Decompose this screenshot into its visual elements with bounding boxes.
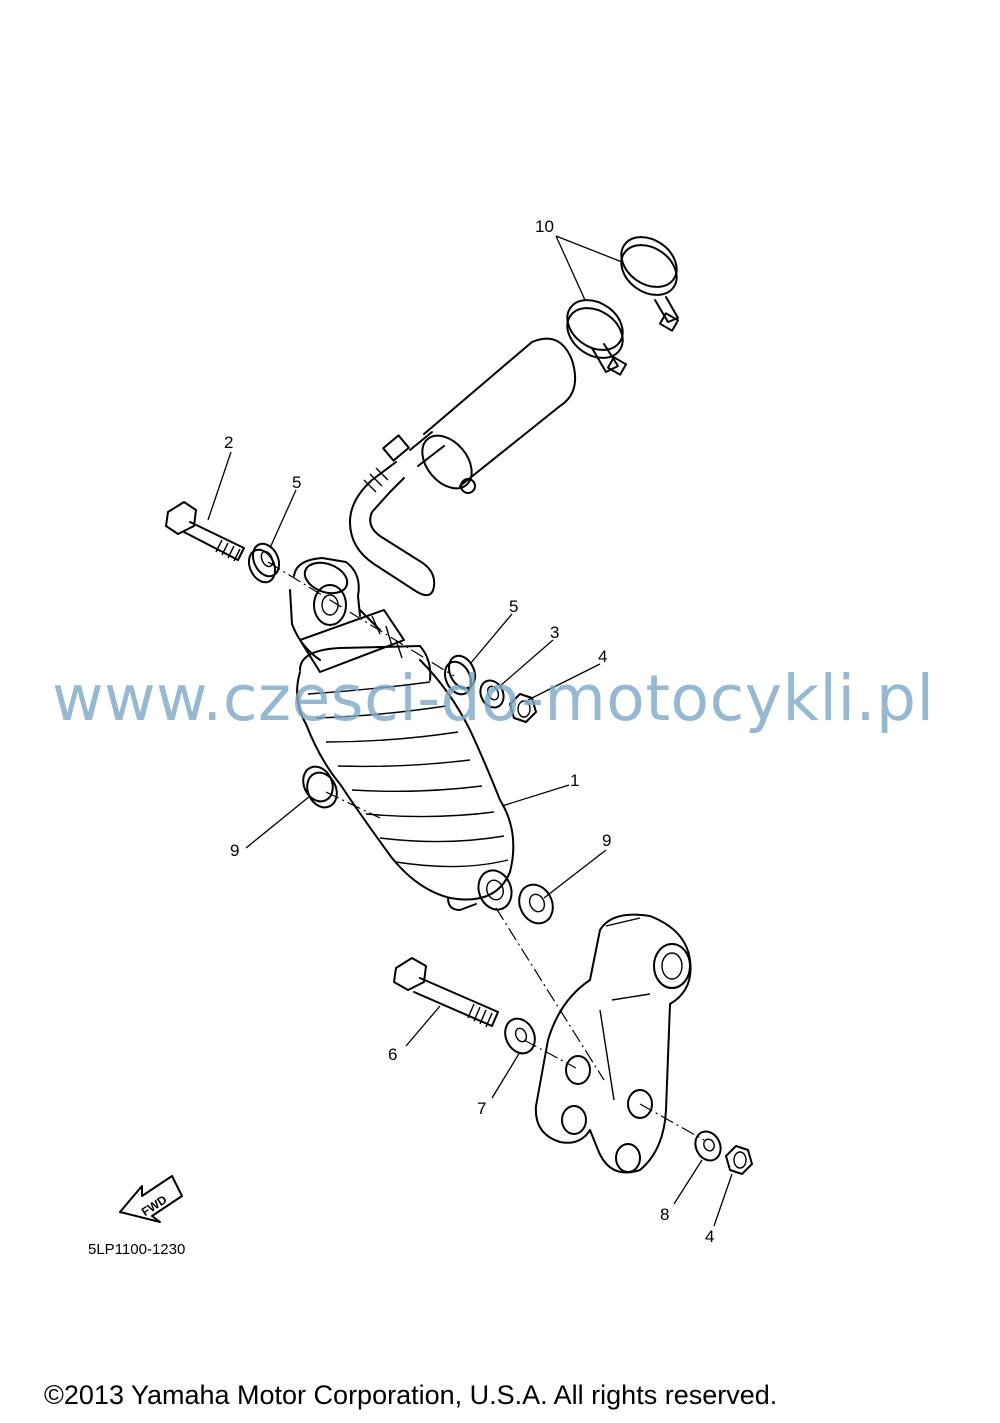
forward-direction-arrow: FWD	[119, 1175, 183, 1223]
bushing-right	[518, 883, 554, 925]
nut-lower	[725, 1145, 753, 1175]
washer-upper	[479, 679, 505, 709]
callout-5-left: 5	[292, 473, 301, 492]
upper-mounting-bolt	[165, 501, 245, 562]
collar-upper-left	[247, 542, 281, 584]
collar-upper-right	[443, 654, 477, 696]
relay-arm	[534, 913, 692, 1174]
callout-4-lower: 4	[705, 1227, 714, 1246]
callout-labels: 10 2 5 5 3 4 1 9 9 6 7 8 4	[224, 217, 714, 1246]
callout-7: 7	[477, 1099, 486, 1118]
callout-5-right: 5	[509, 597, 518, 616]
hose-clamp-lower	[566, 299, 628, 376]
reservoir-hose	[349, 461, 436, 597]
bushing-left	[302, 765, 338, 809]
callout-6: 6	[388, 1045, 397, 1064]
assembly-axis-lines	[267, 561, 705, 1141]
callout-1: 1	[570, 771, 579, 790]
hose-clamp-upper	[620, 236, 680, 332]
callout-4-upper: 4	[598, 647, 607, 666]
callout-8: 8	[660, 1205, 669, 1224]
shock-reservoir	[382, 337, 576, 494]
drawing-code: 5LP1100-1230	[88, 1241, 186, 1258]
rear-shock-absorber	[289, 557, 515, 911]
washer-lower-right	[694, 1130, 722, 1162]
callout-9-left: 9	[230, 841, 239, 860]
callout-leaders	[207, 235, 733, 1227]
washer-lower-left	[504, 1017, 536, 1055]
lower-mounting-bolt	[393, 957, 499, 1028]
callout-3: 3	[550, 623, 559, 642]
watermark-url: www.czesci-do-motocykli.pl	[52, 662, 935, 735]
callout-10: 10	[535, 217, 554, 236]
nut-upper	[509, 693, 537, 723]
callout-2: 2	[224, 433, 233, 452]
callout-9-right: 9	[602, 831, 611, 850]
copyright-notice: ©2013 Yamaha Motor Corporation, U.S.A. A…	[44, 1380, 778, 1410]
